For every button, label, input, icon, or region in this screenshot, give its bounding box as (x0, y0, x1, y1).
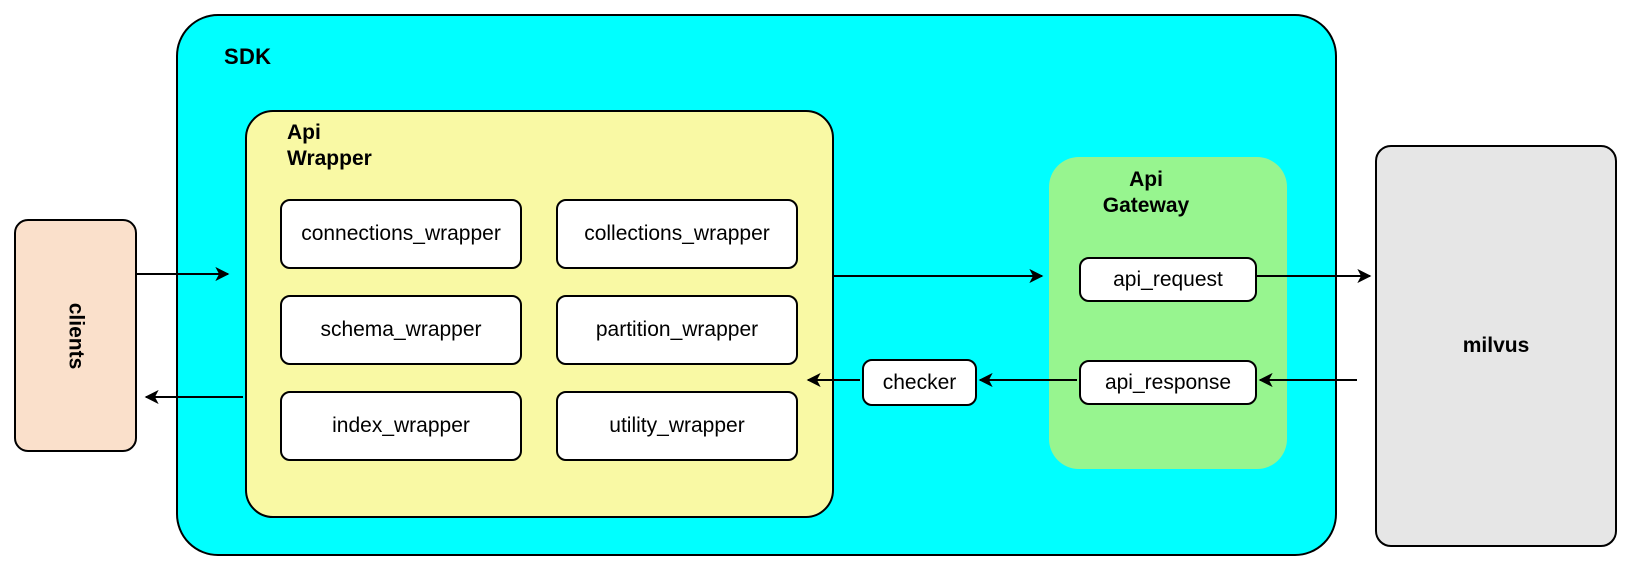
group-api-wrapper[interactable]: Api Wrapper connections_wrapper collecti… (245, 110, 834, 518)
group-sdk-label: SDK (224, 44, 272, 69)
node-schema-wrapper[interactable]: schema_wrapper (280, 295, 522, 365)
node-partition-wrapper-label: partition_wrapper (595, 318, 759, 341)
node-collections-wrapper[interactable]: collections_wrapper (556, 199, 798, 269)
group-api-gateway[interactable]: Api Gateway api_request api_response (1049, 157, 1287, 469)
node-api-response[interactable]: api_response (1079, 360, 1257, 405)
node-index-wrapper-label: index_wrapper (332, 414, 470, 437)
node-schema-wrapper-label: schema_wrapper (320, 318, 482, 341)
node-api-request[interactable]: api_request (1079, 257, 1257, 302)
node-milvus[interactable]: milvus (1375, 145, 1617, 547)
node-api-response-label: api_response (1104, 370, 1232, 394)
node-api-request-label: api_request (1113, 267, 1223, 291)
group-api-wrapper-label-line2: Wrapper (287, 147, 372, 170)
node-milvus-label: milvus (1462, 334, 1530, 357)
node-connections-wrapper-label: connections_wrapper (301, 222, 501, 245)
node-utility-wrapper[interactable]: utility_wrapper (556, 391, 798, 461)
node-utility-wrapper-label: utility_wrapper (609, 414, 745, 437)
node-index-wrapper[interactable]: index_wrapper (280, 391, 522, 461)
node-clients-label: clients (64, 302, 88, 369)
node-collections-wrapper-label: collections_wrapper (584, 222, 770, 245)
node-checker[interactable]: checker (862, 359, 977, 406)
group-sdk[interactable]: SDK Api Wrapper connections_wrapper coll… (176, 14, 1337, 556)
node-connections-wrapper[interactable]: connections_wrapper (280, 199, 522, 269)
group-api-gateway-label-line1: Api (1129, 168, 1163, 191)
group-api-wrapper-label: Api Wrapper (287, 120, 437, 172)
group-api-gateway-label-line2: Gateway (1102, 194, 1190, 217)
node-checker-label: checker (882, 370, 957, 394)
node-partition-wrapper[interactable]: partition_wrapper (556, 295, 798, 365)
group-api-wrapper-label-line1: Api (287, 121, 321, 144)
node-clients[interactable]: clients (14, 219, 137, 452)
group-api-gateway-label: Api Gateway (1061, 167, 1231, 219)
